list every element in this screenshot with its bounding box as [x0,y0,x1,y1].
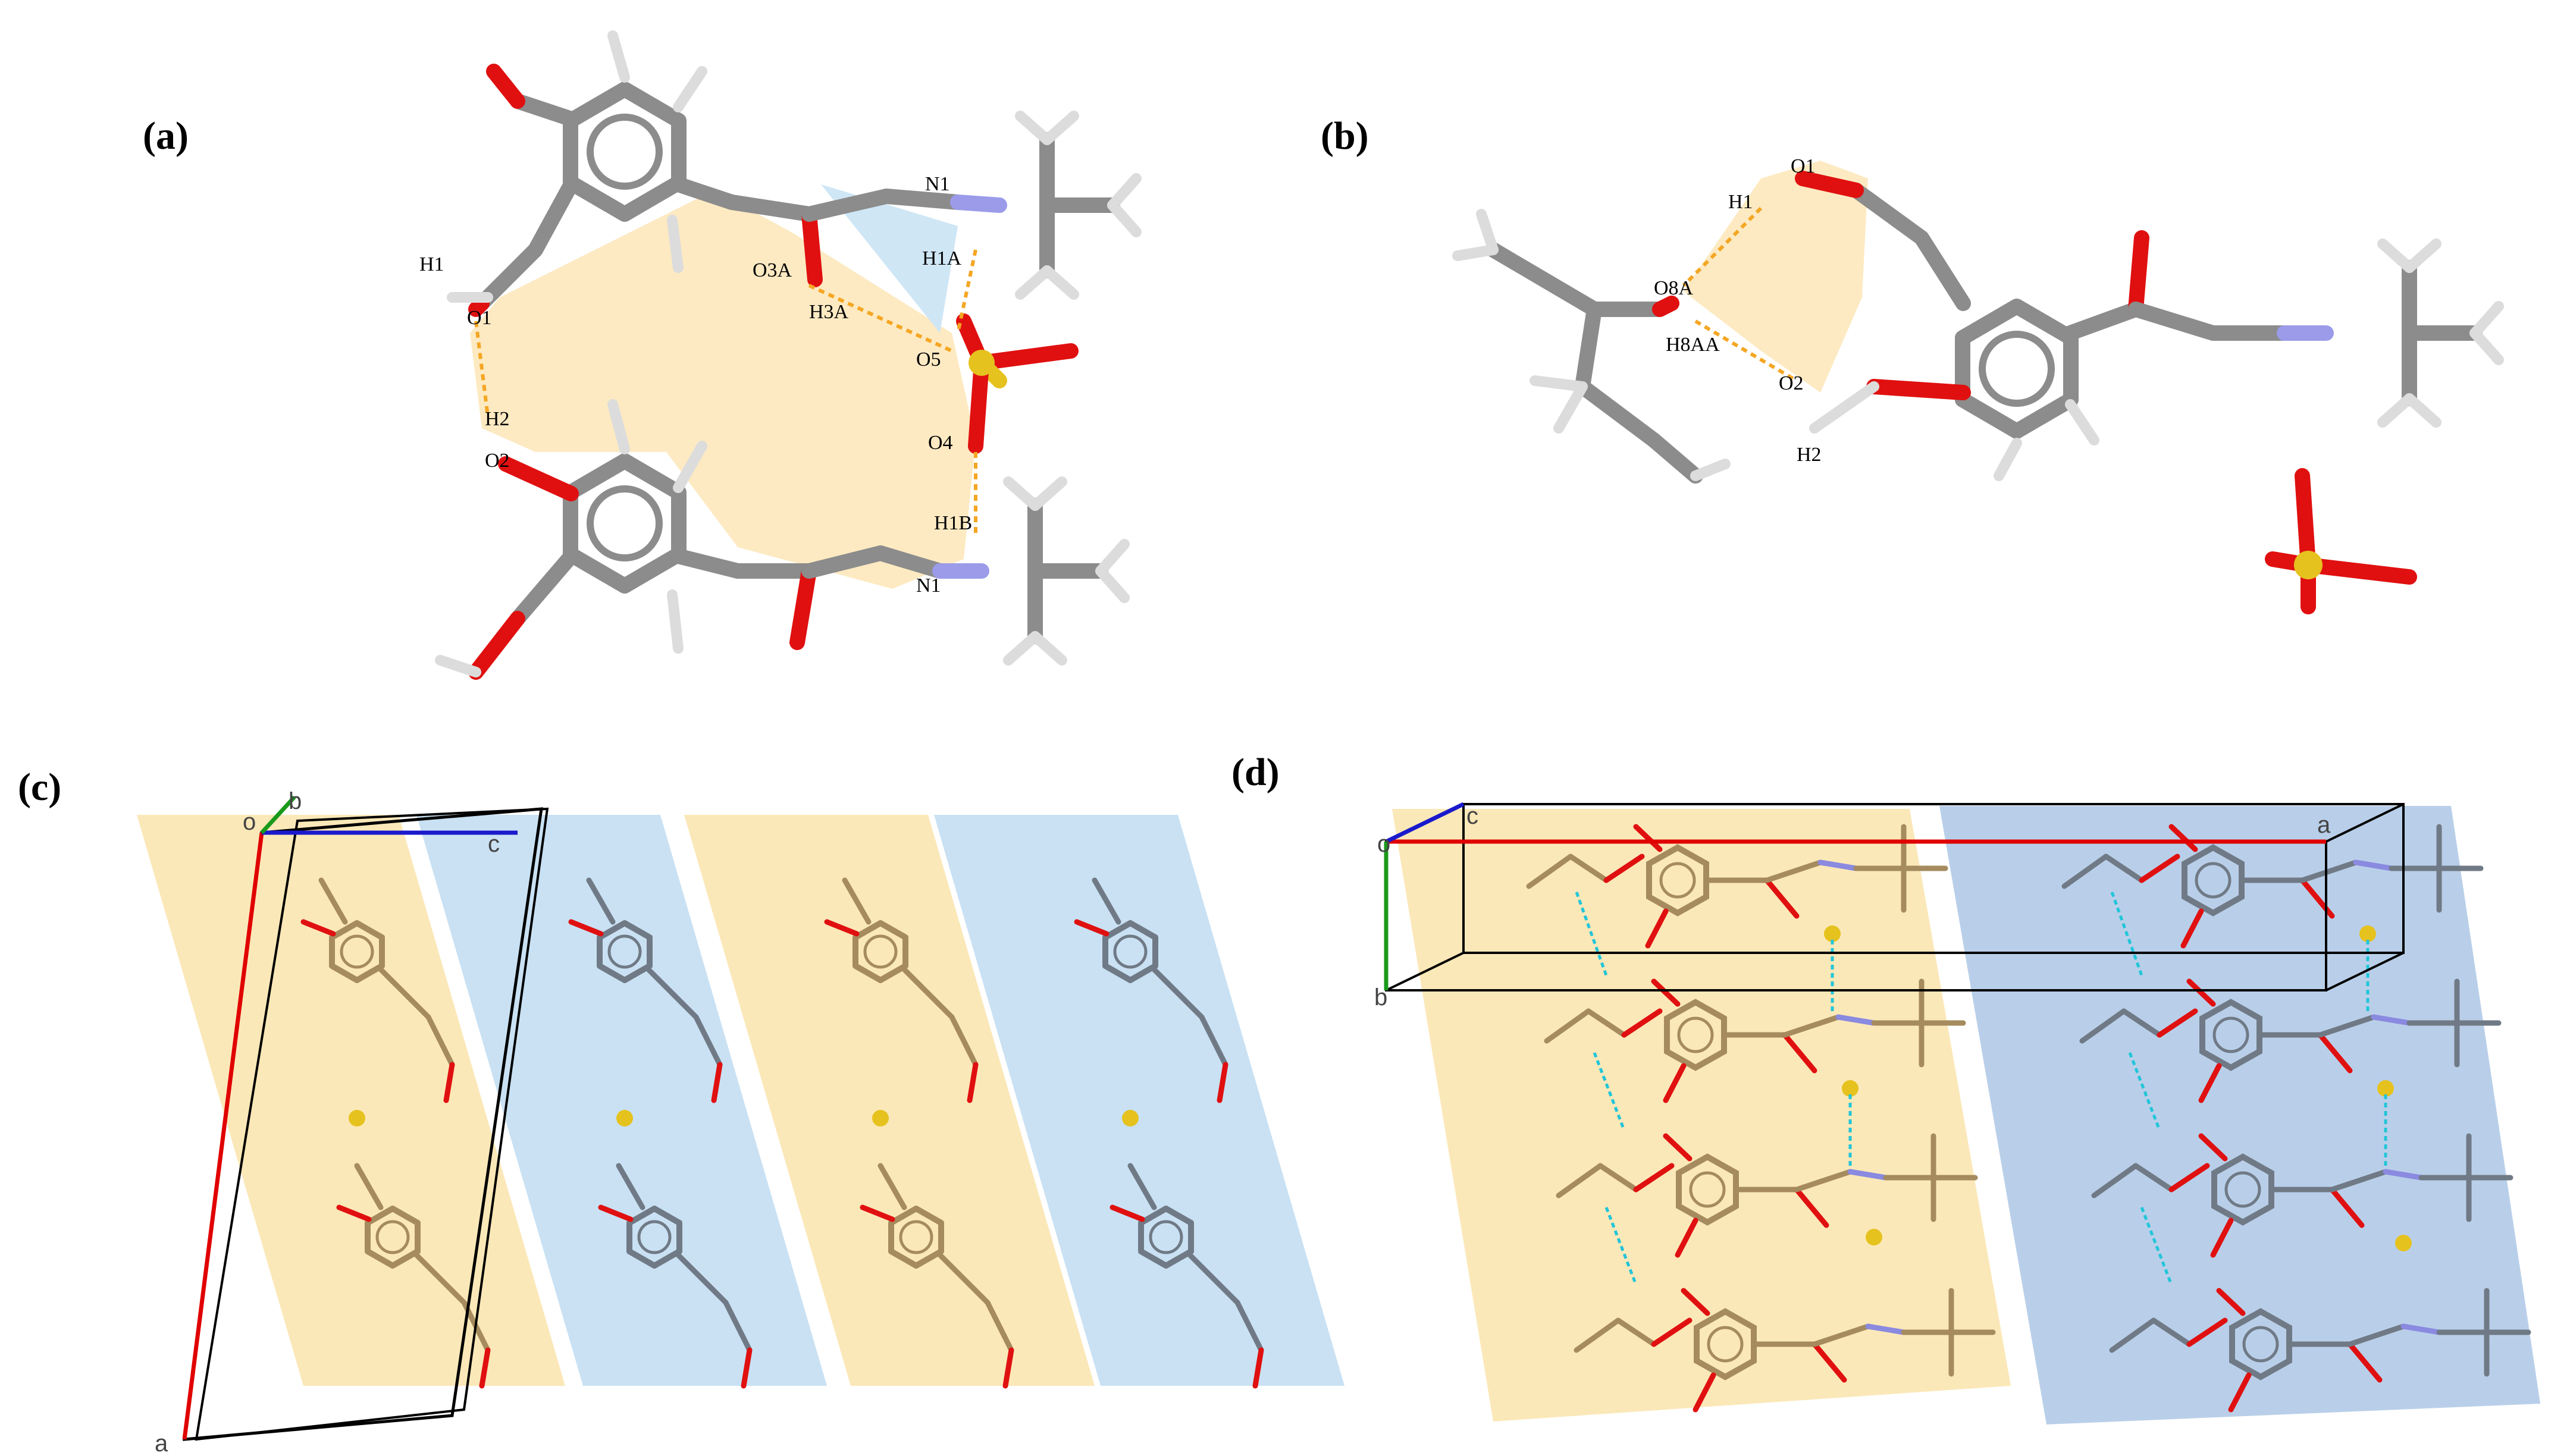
axis-labels-d: o c a b [1374,803,2331,1011]
layers-c [137,815,1344,1386]
atom-label-N1-upper: N1 [925,173,950,195]
axis-label-d-a: a [2317,812,2331,838]
panel-d-label: (d) [1231,751,1280,794]
axis-label-c-c: c [488,831,500,857]
atom-label-b-H2: H2 [1797,444,1822,466]
hbonds-a [474,249,977,535]
axis-label-c-o: o [243,809,256,835]
atom-label-H1A: H1A [922,247,962,269]
axis-labels-c: o b c a [155,788,500,1456]
panel-c-label: (c) [18,765,61,809]
panel-a: (a) [143,30,1136,680]
axis-c-line-d [1385,802,1465,844]
butanol-b [1452,209,1731,484]
atom-label-O4: O4 [928,432,953,454]
atom-label-b-H8AA: H8AA [1666,334,1720,356]
molecules-d [1529,827,2528,1410]
atom-label-H1: H1 [419,253,444,275]
panel-a-label: (a) [143,114,189,158]
panel-d: (d) [1231,751,2540,1424]
molecule-upper-a [447,30,1136,317]
atom-label-O1: O1 [467,307,492,329]
atom-label-b-H1: H1 [1728,191,1753,213]
panel-b: (b) [1321,114,2499,614]
axis-label-d-o: o [1377,831,1390,857]
sulfate-a [956,313,1079,454]
unit-cell-c [182,795,549,1441]
panel-c: (c) o [18,765,1344,1456]
atom-labels-a: H1 O1 H2 O2 O3A H3A N1 H1A O5 O4 H1B N1 [419,173,972,597]
hbond-ring-a [470,190,976,589]
molecules-c [303,880,1261,1386]
panel-b-label: (b) [1321,114,1369,158]
axis-label-d-b: b [1374,984,1387,1011]
atom-label-H2: H2 [485,408,510,430]
axis-a-line [182,832,264,1440]
axis-b-line [260,795,296,834]
sulfate-b [2265,468,2417,614]
axis-label-d-c: c [1466,803,1478,829]
molecule-b [1795,171,2499,481]
axis-label-c-a: a [155,1430,168,1456]
atom-label-H3A: H3A [809,301,849,323]
hbonds-d [1575,892,2387,1285]
axis-label-c-b: b [289,788,302,814]
hbonds-b [1682,206,1798,382]
atom-labels-b: O1 H1 O8A H8AA O2 H2 [1654,155,1822,466]
hbond-ring-b [1684,161,1868,393]
atom-label-b-O1: O1 [1791,155,1816,177]
atom-label-H1B: H1B [934,512,972,534]
atom-label-b-O8A: O8A [1654,277,1694,299]
atom-label-O2: O2 [485,450,510,472]
atom-label-N1-lower: N1 [916,575,941,597]
atom-label-b-O2: O2 [1779,372,1804,394]
atom-label-O5: O5 [916,349,941,371]
molecule-lower-a [435,399,1124,680]
hbond-triangle-a [821,184,958,333]
unit-cell-d [1384,802,2405,991]
atom-label-O3A: O3A [753,259,792,281]
